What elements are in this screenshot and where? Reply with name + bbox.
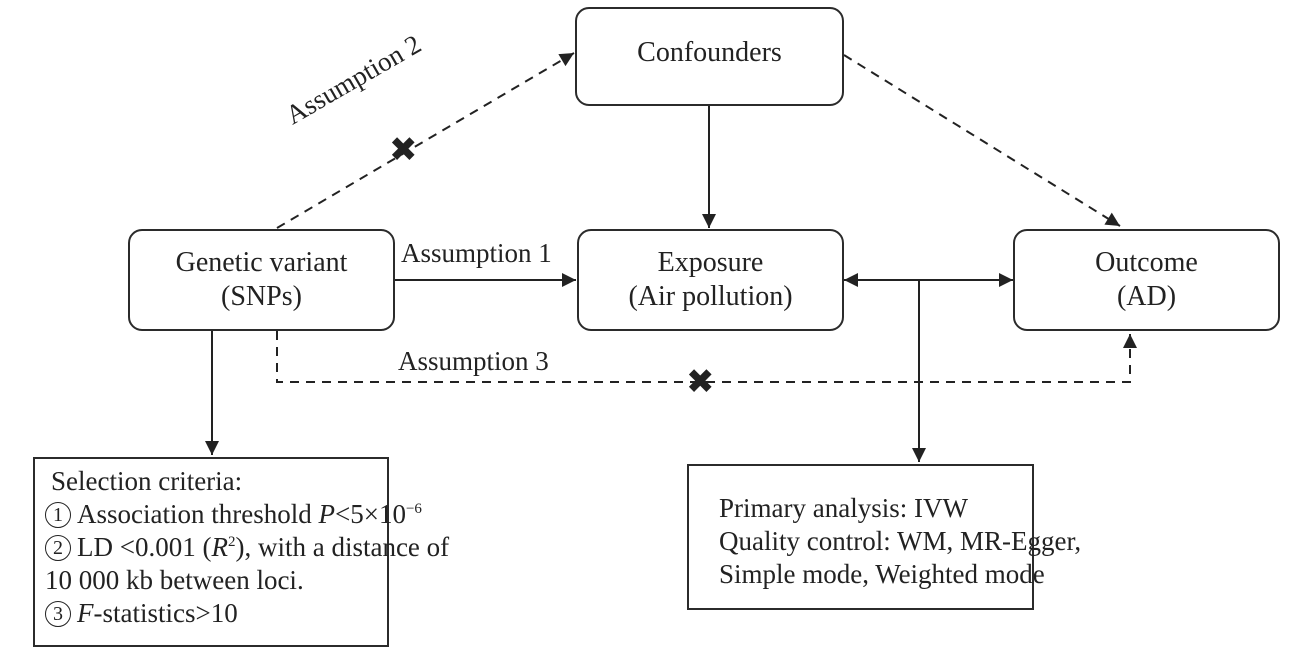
exposure-node: Exposure (Air pollution) — [577, 229, 844, 331]
confounders-label: Confounders — [637, 36, 782, 68]
assumption3-label: Assumption 3 — [398, 346, 549, 376]
genetic-variant-label: Genetic variant — [175, 247, 348, 278]
quality-control-text: Quality control: WM, MR-Egger, — [719, 526, 1082, 556]
confounders-node: Confounders — [575, 7, 844, 106]
confounders-outcome-edge — [843, 54, 1121, 227]
exposure-sublabel: (Air pollution) — [628, 281, 793, 312]
circled-number-3-icon: 3 — [45, 601, 71, 627]
assumption2-violation-icon: ✖ — [389, 130, 418, 170]
quality-control-text-continued: Simple mode, Weighted mode — [719, 559, 1045, 589]
outcome-label: Outcome — [1095, 247, 1198, 278]
exposure-label: Exposure — [657, 247, 764, 278]
analysis-box: Primary analysis: IVW Quality control: W… — [687, 464, 1082, 610]
assumption3-edge — [276, 331, 1137, 383]
primary-analysis-text: Primary analysis: IVW — [719, 493, 968, 523]
outcome-sublabel: (AD) — [1116, 281, 1177, 312]
genetic-variant-node: Genetic variant (SNPs) — [128, 229, 395, 331]
selection-criteria-title: Selection criteria: — [51, 466, 243, 496]
assumption1-label: Assumption 1 — [401, 238, 552, 268]
circled-number-2-icon: 2 — [45, 535, 71, 561]
criterion-2-continuation: 10 000 kb between loci. — [45, 565, 304, 595]
circled-number-1-icon: 1 — [45, 502, 71, 528]
outcome-node: Outcome (AD) — [1013, 229, 1280, 331]
assumption3-violation-icon: ✖ — [686, 362, 715, 402]
genetic-variant-sublabel: (SNPs) — [221, 281, 302, 312]
